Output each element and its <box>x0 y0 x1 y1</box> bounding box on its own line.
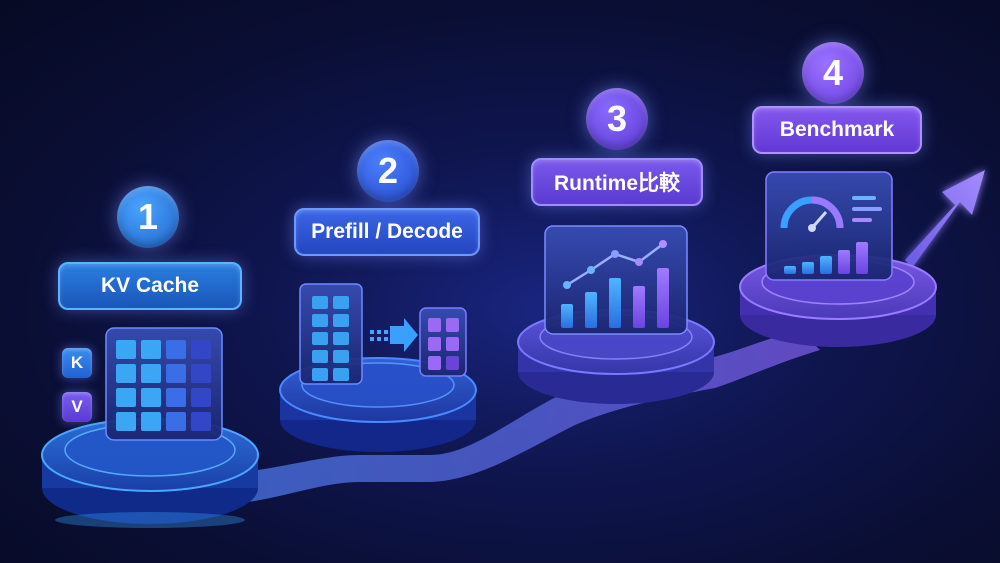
grid-cell <box>141 340 161 359</box>
step-4-number: 4 <box>802 42 864 104</box>
grid-cell <box>428 337 441 351</box>
benchmark-bar <box>856 242 868 274</box>
grid-cell <box>141 412 161 431</box>
grid-cell <box>191 388 211 407</box>
step-3-number: 3 <box>586 88 648 150</box>
grid-cell <box>116 412 136 431</box>
chart-bar <box>633 286 645 328</box>
chart-bar <box>657 268 669 328</box>
grid-cell <box>141 364 161 383</box>
step-2-number: 2 <box>357 140 419 202</box>
benchmark-bar <box>838 250 850 274</box>
grid-cell <box>312 350 328 363</box>
grid-cell <box>333 314 349 327</box>
grid-cell <box>191 364 211 383</box>
step-1-label: KV Cache <box>58 262 242 310</box>
grid-cell <box>141 388 161 407</box>
chart-bar <box>609 278 621 328</box>
up-right-arrow-icon <box>905 170 985 268</box>
grid-cell <box>428 356 441 370</box>
grid-cell <box>446 337 459 351</box>
grid-cell <box>166 388 186 407</box>
grid-cell <box>312 314 328 327</box>
chart-bar <box>561 304 573 328</box>
grid-cell <box>333 332 349 345</box>
grid-cell <box>312 296 328 309</box>
grid-cell <box>166 364 186 383</box>
benchmark-bar <box>784 266 796 274</box>
speedometer-icon <box>765 171 893 281</box>
grid-cell <box>333 368 349 381</box>
step-1-number: 1 <box>117 186 179 248</box>
grid-cell <box>191 412 211 431</box>
k-tag: K <box>62 348 92 378</box>
grid-cell <box>116 388 136 407</box>
grid-cell <box>312 368 328 381</box>
grid-cell <box>446 318 459 332</box>
prefill-column-icon <box>299 283 363 385</box>
line-bar-chart-icon <box>544 225 688 335</box>
grid-cell <box>333 350 349 363</box>
grid-cell <box>312 332 328 345</box>
benchmark-bar <box>820 256 832 274</box>
benchmark-bar <box>802 262 814 274</box>
grid-cell <box>191 340 211 359</box>
step-3-label: Runtime比較 <box>531 158 703 206</box>
step-2-label: Prefill / Decode <box>294 208 480 256</box>
kv-grid-icon <box>105 327 223 441</box>
grid-cell <box>333 296 349 309</box>
grid-cell <box>446 356 459 370</box>
step-4-label: Benchmark <box>752 106 922 154</box>
grid-cell <box>166 412 186 431</box>
chart-bar <box>585 292 597 328</box>
arrow-right-icon <box>370 318 418 352</box>
grid-cell <box>428 318 441 332</box>
grid-cell <box>116 340 136 359</box>
decode-grid-icon <box>419 307 467 377</box>
grid-cell <box>166 340 186 359</box>
grid-cell <box>116 364 136 383</box>
v-tag: V <box>62 392 92 422</box>
